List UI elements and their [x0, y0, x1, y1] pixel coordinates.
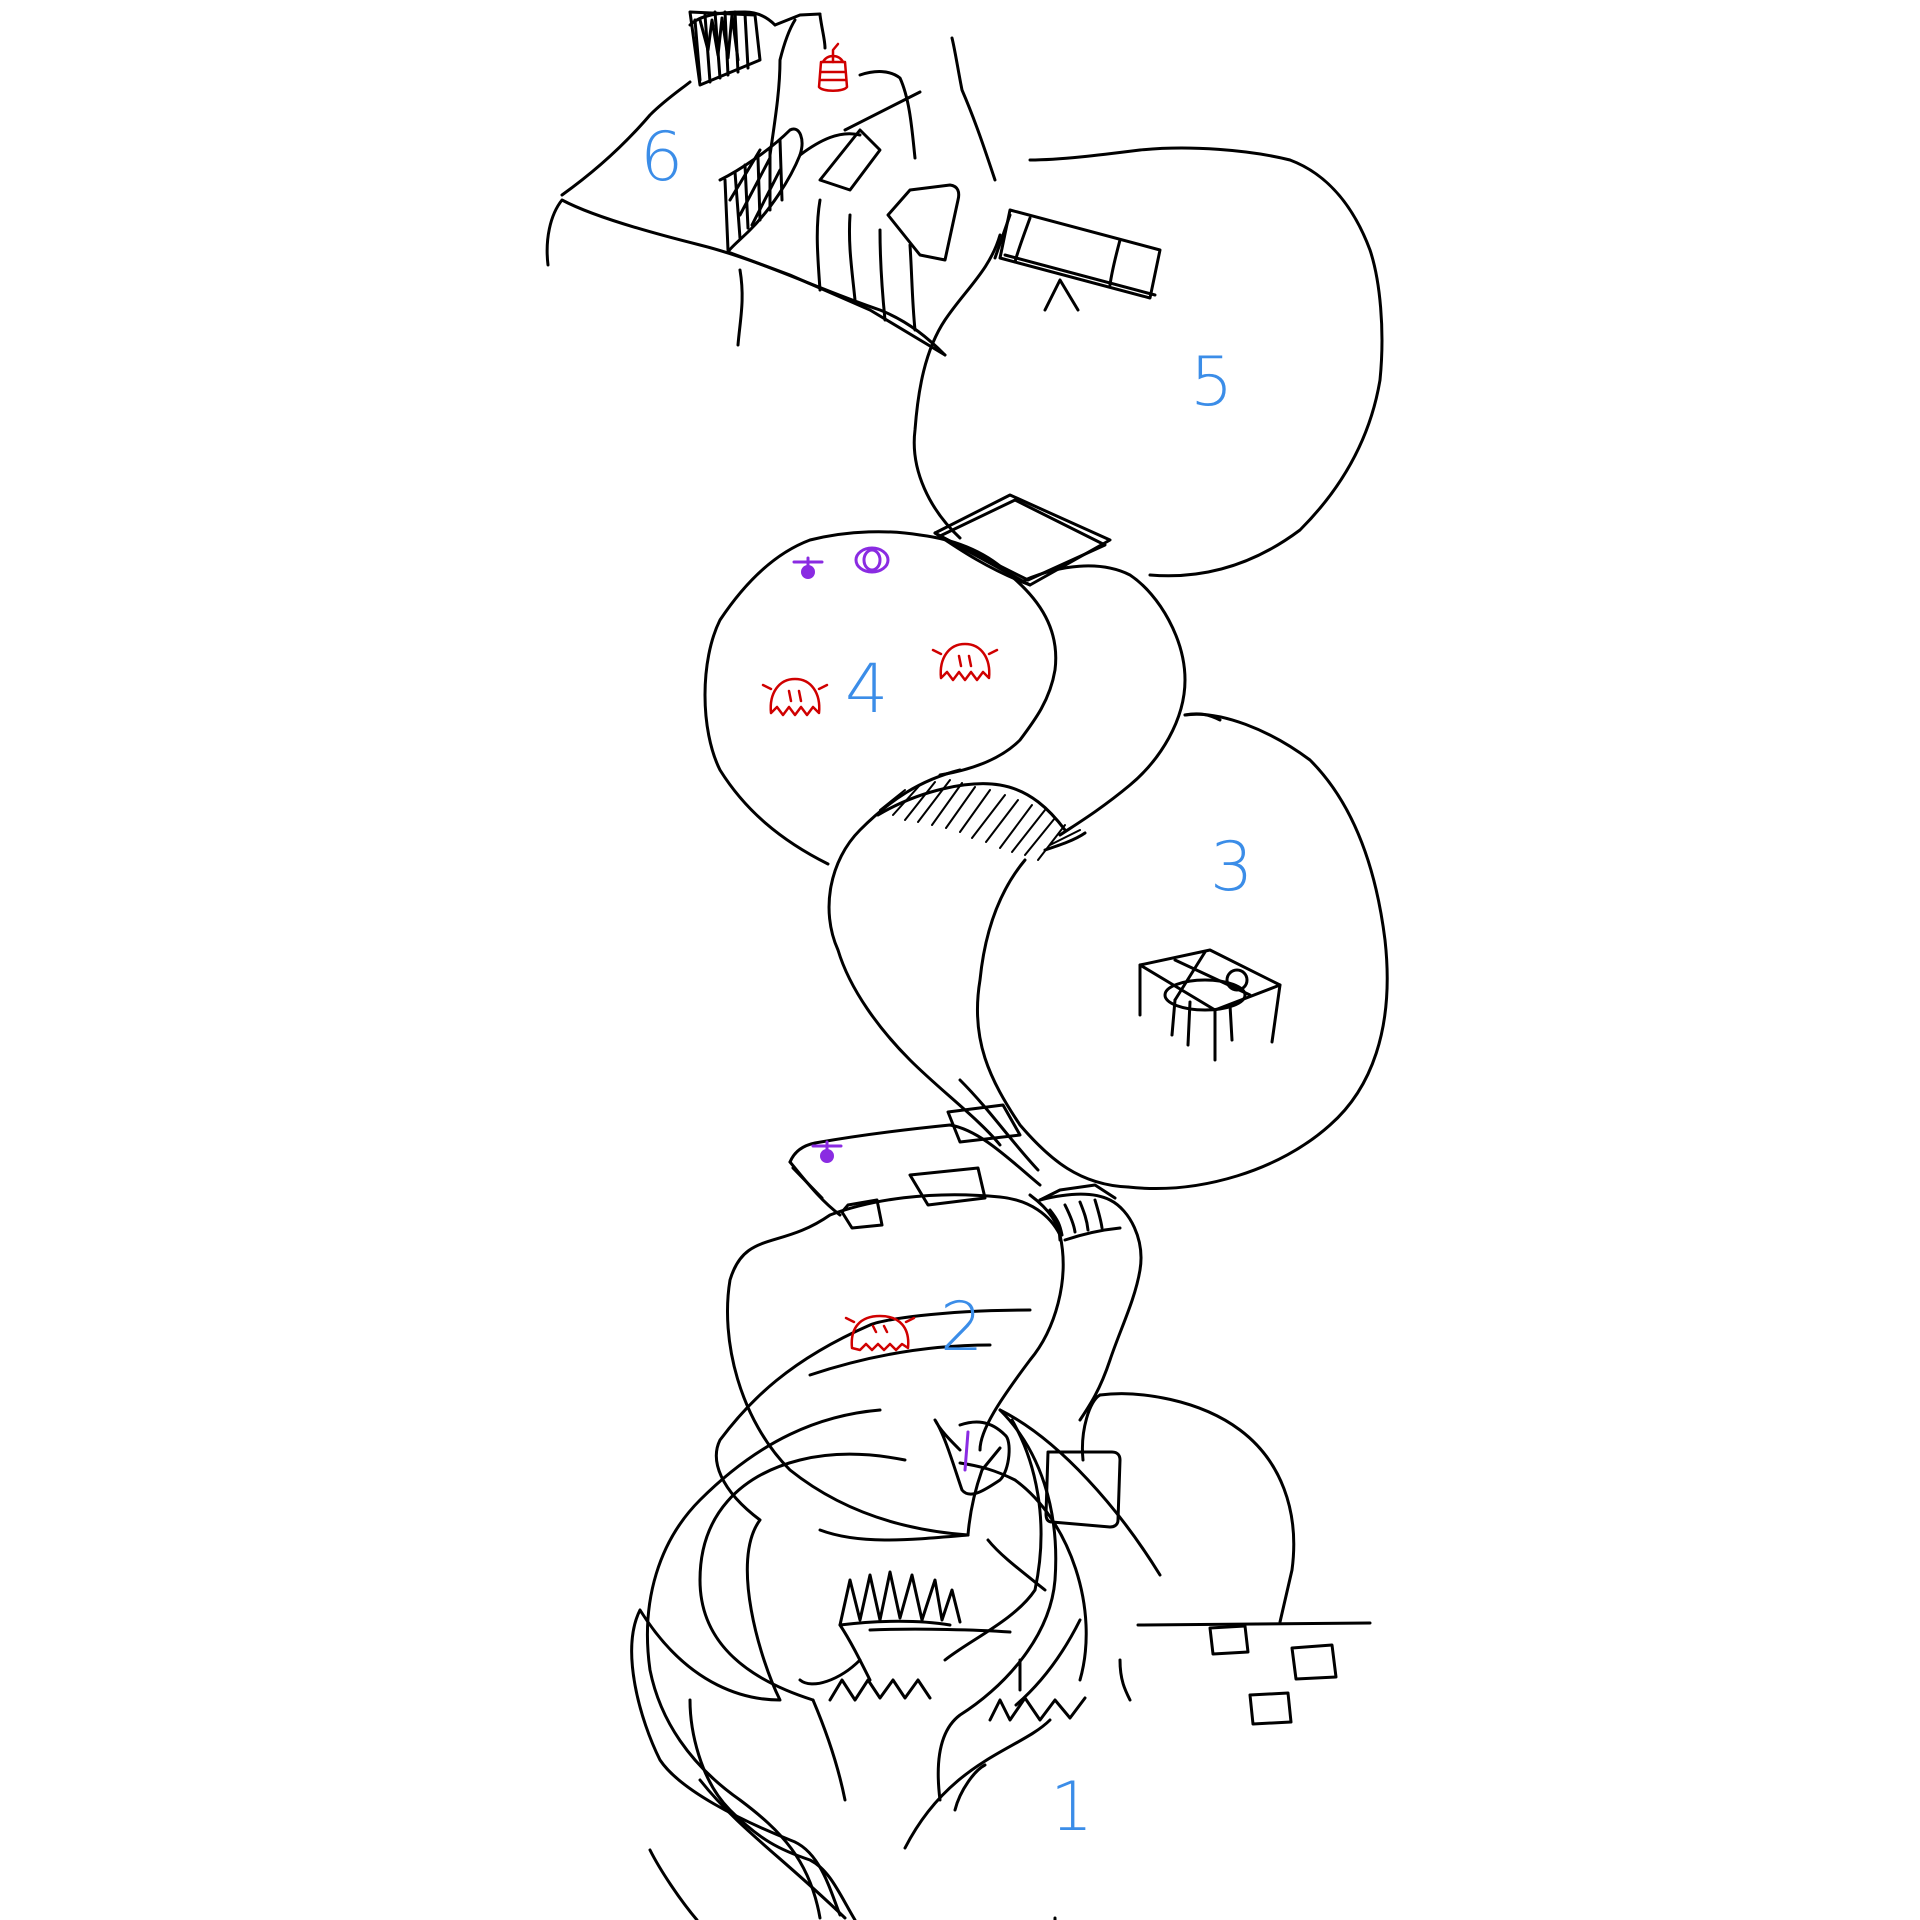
room-5[interactable]: 5	[912, 36, 1384, 578]
stair-block	[718, 70, 961, 357]
ring-icon[interactable]	[854, 546, 890, 574]
room-6[interactable]: 6	[545, 10, 961, 357]
bench-icon[interactable]	[993, 208, 1162, 312]
hatched-bridge	[876, 779, 1087, 861]
pin-icon[interactable]	[792, 556, 824, 579]
bench-icon	[908, 1166, 987, 1207]
ghost-icon[interactable]	[761, 677, 829, 717]
room-2-number: 2	[940, 1288, 983, 1367]
pillar	[688, 10, 762, 87]
lantern-icon[interactable]	[817, 42, 849, 92]
room-6-number: 6	[640, 118, 683, 197]
room-1-outline	[688, 1343, 992, 1920]
crate-icon[interactable]	[1044, 1450, 1122, 1529]
ground-area	[868, 1621, 1372, 1726]
ghost-icon[interactable]	[931, 642, 999, 682]
room-2[interactable]: 2	[726, 1193, 1296, 1624]
room-1-number: 1	[1050, 1768, 1093, 1847]
corridor-4-3	[1023, 564, 1222, 837]
corridor-3-left	[827, 768, 1040, 1172]
crate-icon	[1290, 1643, 1338, 1681]
room-3-number: 3	[1210, 828, 1253, 907]
crate-icon	[1208, 1624, 1250, 1656]
room-3[interactable]: 3	[975, 712, 1389, 1190]
chest-icon[interactable]	[933, 1418, 1011, 1496]
room-5-number: 5	[1190, 343, 1233, 422]
crate-icon	[840, 1198, 884, 1230]
room-4-number: 4	[845, 650, 888, 729]
pin-icon[interactable]	[811, 1140, 843, 1163]
room-2-entrance	[788, 1103, 1042, 1230]
diamond-tile	[933, 493, 1112, 587]
corridor-1-2	[828, 1570, 1132, 1722]
room-4[interactable]: 4	[703, 530, 1058, 866]
corridor-2-3	[1028, 1183, 1143, 1422]
ghost-icon[interactable]	[844, 1314, 916, 1352]
table-icon[interactable]	[1138, 948, 1282, 1062]
room-1[interactable]: 1	[630, 1308, 1162, 1920]
crate-icon	[1248, 1691, 1293, 1726]
